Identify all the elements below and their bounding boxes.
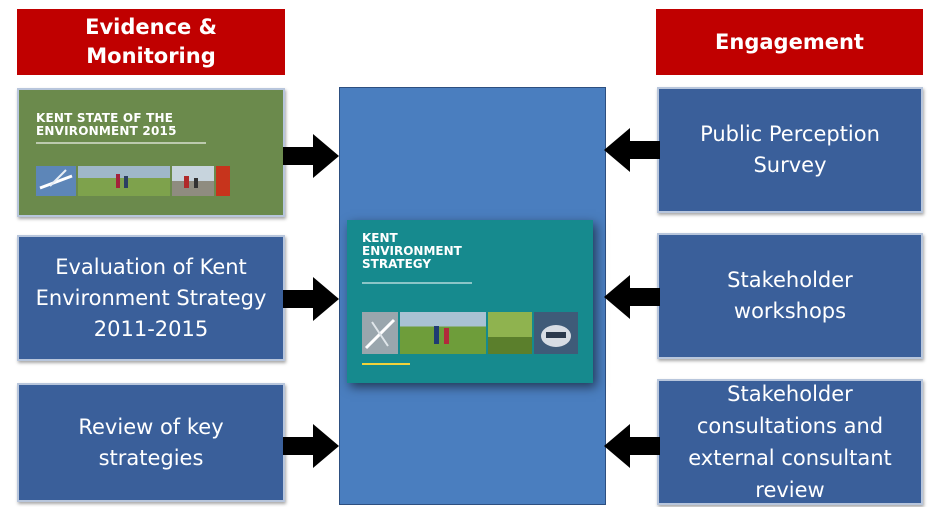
engagement-header-label: Engagement	[715, 29, 864, 54]
strategy-cover-title: KENT ENVIRONMENT STRATEGY	[362, 232, 462, 271]
engagement-header: Engagement	[656, 9, 923, 75]
cover-photo-landscape	[172, 166, 214, 196]
strategy-photo-turbine	[362, 312, 398, 354]
arrow-left-icon	[604, 424, 660, 468]
state-of-environment-cover-title: KENT STATE OF THE ENVIRONMENT 2015	[36, 111, 177, 138]
strategy-cover-subtitle-rule	[362, 282, 472, 284]
evaluation-strategy-box: Evaluation of Kent Environment Strategy …	[17, 235, 285, 361]
cover-photo-wind-turbine	[36, 166, 76, 196]
arrow-right-icon	[283, 277, 339, 321]
evidence-monitoring-header-label: Evidence & Monitoring	[85, 15, 217, 68]
stakeholder-consultations-label: Stakeholder consultations and external c…	[688, 382, 892, 502]
arrow-left-icon	[604, 275, 660, 319]
public-perception-survey-box: Public Perception Survey	[657, 87, 923, 213]
arrow-right-icon	[283, 134, 339, 178]
evaluation-strategy-label: Evaluation of Kent Environment Strategy …	[35, 254, 267, 341]
cover-photo-walkers	[78, 166, 170, 196]
review-key-strategies-box: Review of key strategies	[17, 383, 285, 502]
stakeholder-consultations-box: Stakeholder consultations and external c…	[657, 379, 923, 505]
strategy-cover-title-line-3: STRATEGY	[362, 257, 432, 271]
cover-subtitle-rule	[36, 142, 206, 144]
strategy-cover-title-line-2: ENVIRONMENT	[362, 244, 462, 258]
strategy-cover-footer-rule	[362, 363, 410, 365]
public-perception-survey-label: Public Perception Survey	[700, 122, 880, 177]
review-key-strategies-label: Review of key strategies	[78, 414, 224, 470]
strategy-photo-walkers	[400, 312, 486, 354]
arrow-right-icon	[283, 424, 339, 468]
state-of-environment-report-cover: KENT STATE OF THE ENVIRONMENT 2015	[17, 88, 285, 217]
arrow-left-icon	[604, 128, 660, 172]
stakeholder-workshops-label: Stakeholder workshops	[727, 268, 853, 323]
cover-photo-red-tile	[216, 166, 230, 196]
stakeholder-workshops-box: Stakeholder workshops	[657, 233, 923, 359]
strategy-photo-train	[534, 312, 578, 354]
evidence-monitoring-header: Evidence & Monitoring	[17, 9, 285, 75]
strategy-cover-title-line-1: KENT	[362, 231, 398, 245]
strategy-photo-green-field	[488, 312, 532, 354]
kent-environment-strategy-cover: KENT ENVIRONMENT STRATEGY	[347, 220, 593, 383]
